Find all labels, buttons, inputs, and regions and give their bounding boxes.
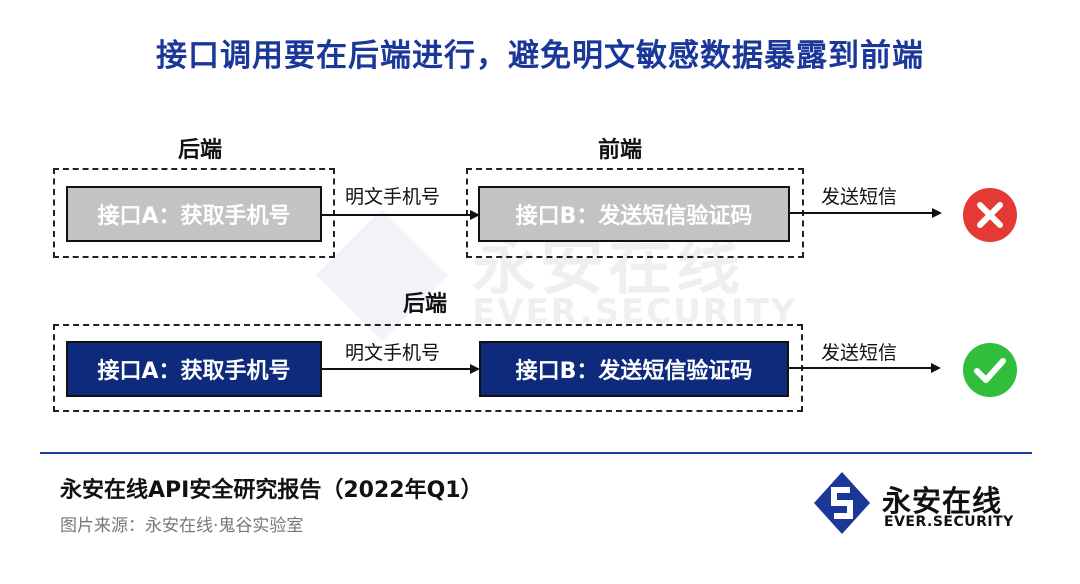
footer-title: 永安在线API安全研究报告（2022年Q1）	[60, 478, 483, 503]
top-edge-ab-label: 明文手机号	[345, 186, 441, 208]
top-arrow-out	[790, 208, 942, 218]
bottom-backend-label: 后端	[403, 292, 448, 317]
top-backend-group	[53, 168, 335, 258]
bottom-node-b: 接口B：发送短信验证码	[479, 341, 789, 397]
bottom-edge-ab-label: 明文手机号	[345, 342, 441, 364]
footer-divider	[40, 452, 1032, 454]
bottom-arrow-ab	[322, 364, 480, 374]
top-node-b: 接口B：发送短信验证码	[478, 186, 790, 242]
logo-text-cn: 永安在线	[882, 484, 1003, 518]
check-circle-icon	[963, 343, 1017, 397]
x-circle-icon	[963, 188, 1017, 242]
top-node-a: 接口A：获取手机号	[66, 186, 322, 242]
page-title: 接口调用要在后端进行，避免明文敏感数据暴露到前端	[156, 38, 924, 74]
watermark-text-cn: 永安在线	[472, 230, 744, 304]
bottom-edge-out-label: 发送短信	[821, 342, 898, 364]
bottom-node-a: 接口A：获取手机号	[66, 341, 322, 397]
top-frontend-label: 前端	[598, 138, 643, 163]
bottom-arrow-out	[789, 363, 941, 373]
logo-text-en: EVER.SECURITY	[884, 514, 1014, 530]
top-arrow-ab	[322, 210, 480, 220]
footer-source: 图片来源：永安在线·鬼谷实验室	[60, 516, 304, 536]
top-edge-out-label: 发送短信	[821, 186, 898, 208]
ever-security-logo-icon	[814, 472, 870, 534]
watermark-logo-icon	[316, 209, 448, 341]
top-backend-label: 后端	[178, 138, 223, 163]
